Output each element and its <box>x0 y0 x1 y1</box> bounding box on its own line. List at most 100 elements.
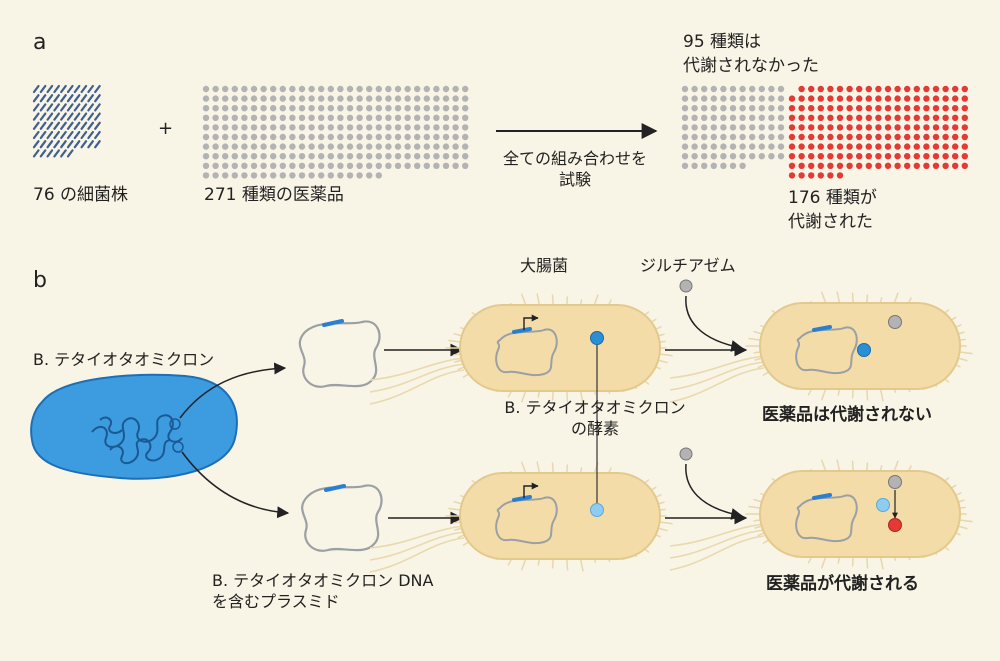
drug-dot <box>442 153 450 160</box>
drug-dot <box>462 85 469 93</box>
drug-add-arrow-top <box>685 295 744 352</box>
metabolized-dot <box>952 133 959 141</box>
metabolized-dot <box>808 153 815 160</box>
not-metabolized-line2: 代謝されなかった <box>683 56 819 76</box>
metabolized-dot <box>923 162 930 169</box>
not-metabolized-dot <box>681 124 689 131</box>
drug-dot <box>394 105 402 112</box>
metabolized-dot <box>846 133 853 141</box>
drug-dot <box>308 95 315 102</box>
not-metabolized-dot <box>768 143 775 150</box>
bacteria-strain-mark <box>60 112 67 121</box>
metabolized-dot <box>846 143 853 150</box>
metabolized-dot <box>836 124 844 131</box>
drug-dot <box>385 143 392 150</box>
drug-dot <box>414 162 421 169</box>
drug-dot <box>241 133 248 141</box>
metabolized-dot <box>856 124 863 131</box>
b-theta-gene <box>812 325 832 332</box>
drug-dot <box>375 114 382 122</box>
not-metabolized-dot <box>739 143 746 150</box>
metabolized-dot <box>817 133 824 141</box>
drug-dot <box>222 95 229 102</box>
plus-sign: + <box>158 118 174 139</box>
metabolized-dot <box>808 114 815 122</box>
metabolite-product <box>888 518 902 532</box>
bacteria-strain-mark <box>94 112 101 121</box>
drug-dot <box>308 105 315 112</box>
drug-dot <box>442 105 450 112</box>
drug-dot <box>346 105 354 112</box>
drug-dot <box>222 114 229 122</box>
metabolized-dot <box>894 153 901 160</box>
drug-dot <box>270 143 277 150</box>
metabolized-dot <box>961 133 968 141</box>
metabolized-dot <box>894 143 901 150</box>
bacteria-strain-mark <box>39 121 47 130</box>
drug-dot <box>356 153 363 160</box>
enzyme-label-line1: B. テタイオタオミクロン <box>504 398 686 417</box>
bacteria-strain-mark <box>66 149 74 158</box>
bacteria-strain-mark <box>80 130 88 140</box>
not-metabolized-dot <box>691 114 698 122</box>
bacteria-strain-mark <box>60 94 67 103</box>
drug-dot <box>337 124 344 131</box>
drug-dot <box>270 133 277 141</box>
drug-dot <box>394 133 402 141</box>
drug-dot <box>433 95 440 102</box>
arrow-label-line1: 全ての組み合わせを <box>502 149 647 168</box>
drug-dot <box>346 133 354 141</box>
not-metabolized-dot <box>691 143 698 150</box>
metabolized-dot <box>856 85 863 93</box>
enzyme-bottom <box>590 503 604 517</box>
metabolized-dot <box>798 114 805 122</box>
metabolized-dot <box>865 124 872 131</box>
drug-dot <box>462 153 469 160</box>
metabolized-dot <box>827 172 834 179</box>
not-metabolized-dot <box>739 124 746 131</box>
drug-dot <box>270 172 277 179</box>
not-metabolized-dot <box>681 133 689 141</box>
pilus <box>851 556 854 567</box>
drug-dot <box>433 153 440 160</box>
drug-dot <box>289 124 296 131</box>
bacteria-strain-mark <box>80 103 88 112</box>
bacteria-strain-mark <box>66 140 74 149</box>
drug-dot <box>404 143 411 150</box>
bacteria-strain-mark <box>87 94 95 103</box>
flagellum <box>369 537 465 573</box>
pilus <box>566 558 569 571</box>
not-metabolized-dot <box>739 133 746 141</box>
drug-dot <box>270 162 277 169</box>
not-metabolized-dot <box>777 124 785 131</box>
bacteria-strain-mark <box>46 130 54 140</box>
ecoli-cell-bottom-right <box>669 459 973 571</box>
plasmid <box>495 496 558 545</box>
b-theta-gene <box>512 327 532 334</box>
not-metabolized-dot <box>768 124 775 131</box>
drug-dot <box>308 133 315 141</box>
not-metabolized-dot <box>710 95 717 102</box>
not-metabolized-dot <box>739 85 746 93</box>
not-metabolized-dot <box>749 153 756 160</box>
drug-dot <box>260 133 267 141</box>
enzyme-top <box>590 331 604 345</box>
drug-dot <box>346 85 354 93</box>
metabolized-dot <box>836 172 844 179</box>
drug-dot <box>250 172 258 179</box>
bacteria-strain-mark <box>46 121 54 130</box>
drug-dot <box>318 85 325 93</box>
pilus <box>536 461 541 475</box>
plasmid-label: B. テタイオタオミクロン DNA を含むプラスミド <box>212 570 433 612</box>
bacteria-strain-mark <box>87 130 95 140</box>
bacteria-strain-mark <box>73 84 81 94</box>
metabolized-dot <box>932 153 940 160</box>
drug-dot <box>356 124 363 131</box>
metabolized-dot <box>904 162 911 169</box>
metabolized-label: 176 種類が 代謝された <box>788 186 877 234</box>
drug-dot <box>241 95 248 102</box>
not-metabolized-dot <box>710 85 717 93</box>
metabolized-dot <box>904 153 911 160</box>
drug-dot <box>327 172 334 179</box>
metabolized-dot <box>952 105 959 112</box>
